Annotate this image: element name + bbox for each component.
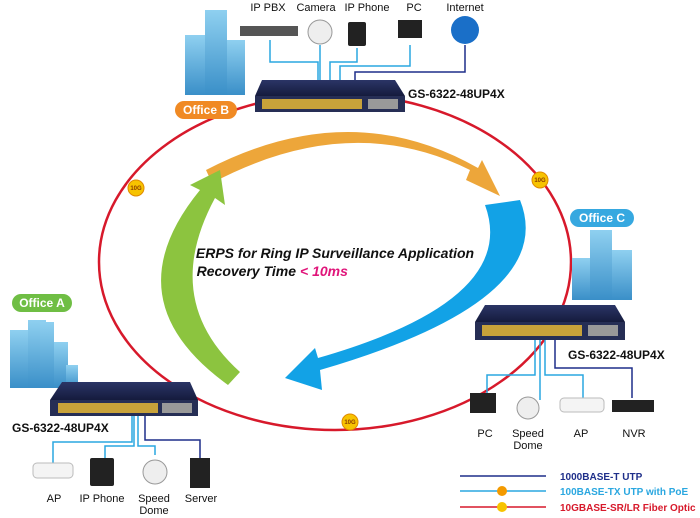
legend-fiber-label: 10GBASE-SR/LR Fiber Optic bbox=[560, 503, 696, 514]
office-b-switch bbox=[255, 80, 405, 112]
fiber-badge: 10G bbox=[341, 413, 359, 431]
office-b-building-icon bbox=[185, 10, 245, 95]
office-c-device-labels: PC Speed Dome AP NVR bbox=[477, 428, 645, 452]
office-a-utp-link bbox=[144, 416, 201, 458]
recovery-value: < 10ms bbox=[300, 263, 348, 279]
ip-phone-icon bbox=[348, 22, 366, 46]
office-b-device-labels: IP PBX Camera IP Phone PC Internet bbox=[250, 2, 483, 14]
poe-badge-icon bbox=[497, 486, 507, 496]
svg-text:IP Phone: IP Phone bbox=[79, 493, 124, 505]
svg-text:AP: AP bbox=[47, 493, 62, 505]
ip-pbx-icon bbox=[240, 26, 298, 36]
pc-icon bbox=[470, 393, 496, 413]
svg-text:Dome: Dome bbox=[513, 440, 542, 452]
office-a-badge: Office A bbox=[12, 294, 72, 312]
svg-text:Dome: Dome bbox=[139, 505, 168, 517]
recovery-label: Recovery Time bbox=[197, 263, 297, 279]
speed-dome-icon bbox=[142, 459, 168, 485]
fiber-badge: 10G bbox=[531, 171, 549, 189]
ip-phone-icon bbox=[90, 458, 114, 486]
green-arrow bbox=[161, 170, 240, 385]
svg-text:Camera: Camera bbox=[296, 2, 336, 14]
office-c-utp-link bbox=[554, 340, 633, 398]
center-title: ERPS for Ring IP Surveillance Applicatio… bbox=[196, 245, 474, 261]
legend-utp-label: 1000BASE-T UTP bbox=[560, 472, 643, 483]
office-a-device-labels: AP IP Phone Speed Dome Server bbox=[47, 493, 218, 517]
svg-text:Office C: Office C bbox=[579, 211, 625, 225]
office-b-poe-links bbox=[269, 40, 411, 82]
svg-text:PC: PC bbox=[406, 2, 421, 14]
office-a-poe-links bbox=[52, 416, 156, 465]
internet-globe-icon bbox=[451, 16, 479, 44]
svg-text:Office A: Office A bbox=[19, 296, 65, 310]
legend: 1000BASE-T UTP 100BASE-TX UTP with PoE 1… bbox=[460, 472, 696, 514]
office-c-switch-model: GS-6322-48UP4X bbox=[568, 348, 665, 362]
office-a-switch bbox=[50, 382, 198, 416]
office-c-badge: Office C bbox=[570, 209, 634, 227]
server-icon bbox=[190, 458, 210, 488]
fiber-badge: 10G bbox=[127, 179, 145, 197]
svg-text:10G: 10G bbox=[534, 178, 546, 184]
fiber-badge-icon bbox=[497, 502, 507, 512]
svg-text:Server: Server bbox=[185, 493, 218, 505]
svg-text:Office B: Office B bbox=[183, 103, 229, 117]
office-c-poe-links bbox=[486, 340, 584, 400]
svg-text:Internet: Internet bbox=[446, 2, 483, 14]
ap-icon bbox=[32, 462, 74, 479]
svg-text:NVR: NVR bbox=[622, 428, 645, 440]
svg-text:10G: 10G bbox=[344, 420, 356, 426]
svg-text:Speed: Speed bbox=[512, 428, 544, 440]
speed-dome-icon bbox=[516, 396, 540, 420]
blue-arrow bbox=[285, 200, 526, 390]
svg-text:IP Phone: IP Phone bbox=[344, 2, 389, 14]
camera-icon bbox=[307, 19, 333, 45]
svg-text:AP: AP bbox=[574, 428, 589, 440]
office-c-building-icon bbox=[572, 230, 632, 300]
legend-poe-label: 100BASE-TX UTP with PoE bbox=[560, 487, 689, 498]
office-b-utp-link bbox=[354, 45, 466, 82]
office-a-switch-model: GS-6322-48UP4X bbox=[12, 421, 109, 435]
office-b-badge: Office B bbox=[175, 101, 237, 119]
pc-icon bbox=[398, 20, 422, 38]
orange-arrow bbox=[206, 131, 500, 196]
svg-text:Speed: Speed bbox=[138, 493, 170, 505]
svg-text:10G: 10G bbox=[130, 186, 142, 192]
office-a-building-icon bbox=[10, 320, 78, 388]
svg-text:PC: PC bbox=[477, 428, 492, 440]
ap-icon bbox=[559, 397, 605, 413]
office-c-switch bbox=[475, 305, 625, 340]
svg-text:IP PBX: IP PBX bbox=[250, 2, 286, 14]
office-b-switch-model: GS-6322-48UP4X bbox=[408, 87, 505, 101]
nvr-icon bbox=[612, 400, 654, 412]
